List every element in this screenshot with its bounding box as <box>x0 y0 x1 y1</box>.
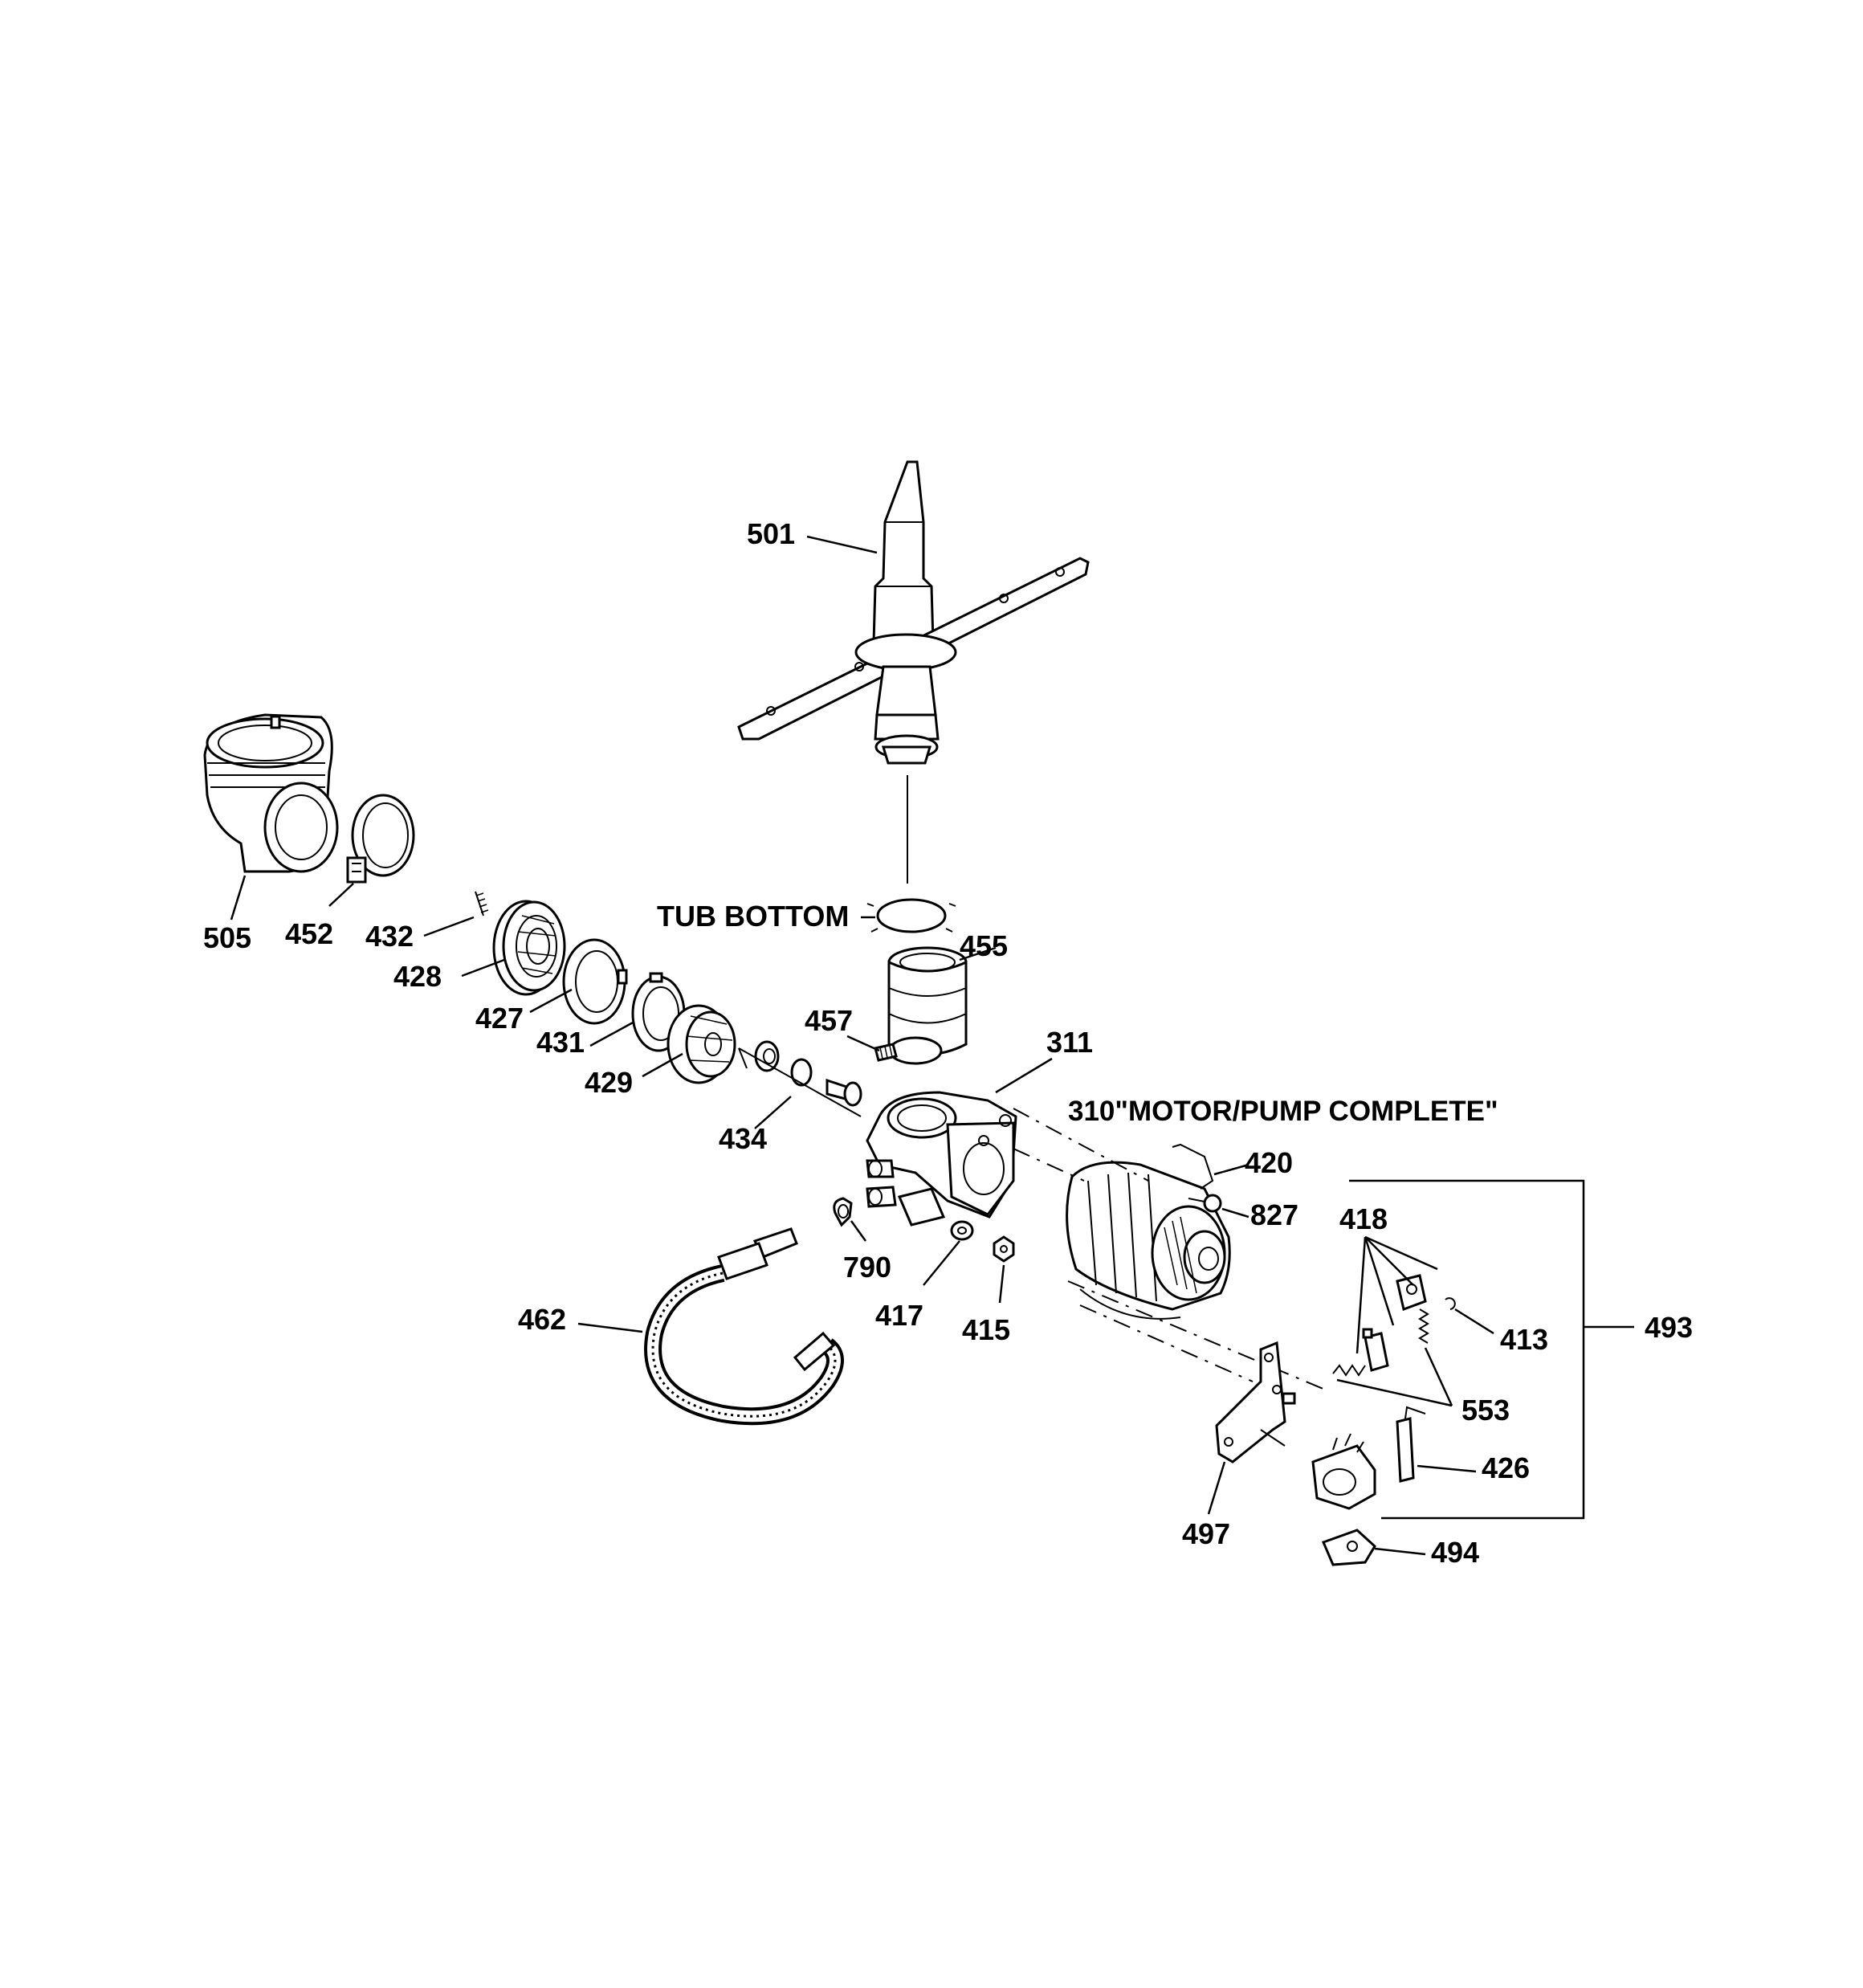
leader-413 <box>1454 1308 1494 1335</box>
part-553-springs[interactable] <box>1332 1308 1429 1377</box>
part-790-clip[interactable] <box>833 1197 853 1227</box>
part-311-pump-housing[interactable] <box>866 1091 1017 1227</box>
leader-418-a <box>1355 1236 1367 1354</box>
part-427-ring[interactable] <box>562 938 628 1025</box>
part-432-screw[interactable] <box>475 891 489 916</box>
leader-415 <box>998 1264 1005 1304</box>
leader-420 <box>1213 1163 1249 1176</box>
leader-452 <box>328 883 354 907</box>
leader-432 <box>423 916 475 937</box>
label-426: 426 <box>1482 1451 1530 1484</box>
leader-426 <box>1417 1464 1477 1473</box>
label-497: 497 <box>1182 1517 1230 1550</box>
part-457-hose-clamp[interactable] <box>874 1036 943 1065</box>
leader-455 <box>959 946 997 961</box>
label-432: 432 <box>365 920 414 953</box>
leader-457 <box>846 1035 880 1052</box>
part-415-nut[interactable] <box>993 1235 1015 1263</box>
part-494-block[interactable] <box>1321 1529 1376 1566</box>
group-bracket-493 <box>1349 1179 1585 1520</box>
leader-501 <box>806 535 878 554</box>
part-434-seal-kit[interactable] <box>738 1040 862 1117</box>
assembly-line-3 <box>1067 1280 1326 1390</box>
label-427: 427 <box>475 1002 524 1035</box>
part-420-wire[interactable] <box>1172 1143 1214 1190</box>
leader-494 <box>1374 1547 1426 1556</box>
label-501: 501 <box>747 517 795 550</box>
leader-827 <box>1221 1207 1249 1219</box>
leader-427 <box>529 988 573 1014</box>
part-tub-bottom-gasket[interactable] <box>866 898 956 933</box>
label-494: 494 <box>1431 1536 1479 1569</box>
leader-434 <box>754 1096 792 1129</box>
leader-311 <box>995 1057 1053 1094</box>
assembly-line-1 <box>1013 1108 1149 1182</box>
assembly-line-4 <box>1079 1304 1254 1382</box>
part-501-spray-arm[interactable] <box>737 460 1090 765</box>
leader-418-c <box>1364 1236 1414 1286</box>
part-426-plunger[interactable] <box>1396 1406 1426 1483</box>
label-431: 431 <box>536 1026 585 1059</box>
leader-418-d <box>1364 1235 1438 1271</box>
leader-790 <box>850 1220 867 1242</box>
part-505-sump-housing[interactable] <box>203 713 339 873</box>
leader-553-b <box>1424 1347 1453 1406</box>
label-429: 429 <box>585 1066 633 1099</box>
label-790: 790 <box>843 1251 891 1284</box>
label-418: 418 <box>1339 1202 1388 1235</box>
leader-418-b <box>1364 1236 1395 1326</box>
label-tub-bottom: TUB BOTTOM <box>657 900 849 933</box>
label-505: 505 <box>203 921 251 954</box>
label-455: 455 <box>960 929 1008 962</box>
part-417-washer[interactable] <box>950 1220 974 1241</box>
label-462: 462 <box>518 1303 566 1336</box>
label-434: 434 <box>719 1122 767 1155</box>
leader-553-a <box>1336 1378 1453 1407</box>
part-452-clamp-ring[interactable] <box>346 794 415 884</box>
part-solenoid-frame[interactable] <box>1311 1433 1376 1510</box>
part-429-impeller[interactable] <box>667 1004 736 1084</box>
label-553: 553 <box>1461 1394 1510 1427</box>
label-452: 452 <box>285 917 333 950</box>
label-motor-pump-complete: 310"MOTOR/PUMP COMPLETE" <box>1068 1096 1498 1127</box>
leader-417 <box>923 1240 960 1286</box>
label-428: 428 <box>393 960 442 993</box>
part-428-chopper-disk[interactable] <box>492 900 566 996</box>
label-415: 415 <box>962 1313 1010 1346</box>
leader-462 <box>577 1322 643 1333</box>
label-827: 827 <box>1250 1198 1298 1231</box>
assembly-line-2 <box>1013 1148 1085 1182</box>
leader-497 <box>1207 1461 1226 1515</box>
leader-431 <box>589 1020 635 1047</box>
part-413-ring[interactable] <box>1445 1297 1456 1310</box>
leader-429 <box>642 1052 683 1078</box>
label-493: 493 <box>1645 1311 1693 1344</box>
part-827-screw[interactable] <box>1188 1194 1222 1213</box>
leader-428 <box>461 958 505 978</box>
label-413: 413 <box>1500 1323 1548 1356</box>
label-420: 420 <box>1245 1146 1293 1179</box>
part-418-lever[interactable] <box>1362 1274 1427 1372</box>
part-497-mounting-plate[interactable] <box>1215 1341 1296 1463</box>
label-417: 417 <box>875 1299 923 1332</box>
leader-505 <box>230 875 247 921</box>
label-457: 457 <box>805 1004 853 1037</box>
part-462-hose[interactable] <box>644 1227 844 1426</box>
label-311: 311 <box>1046 1026 1093 1059</box>
